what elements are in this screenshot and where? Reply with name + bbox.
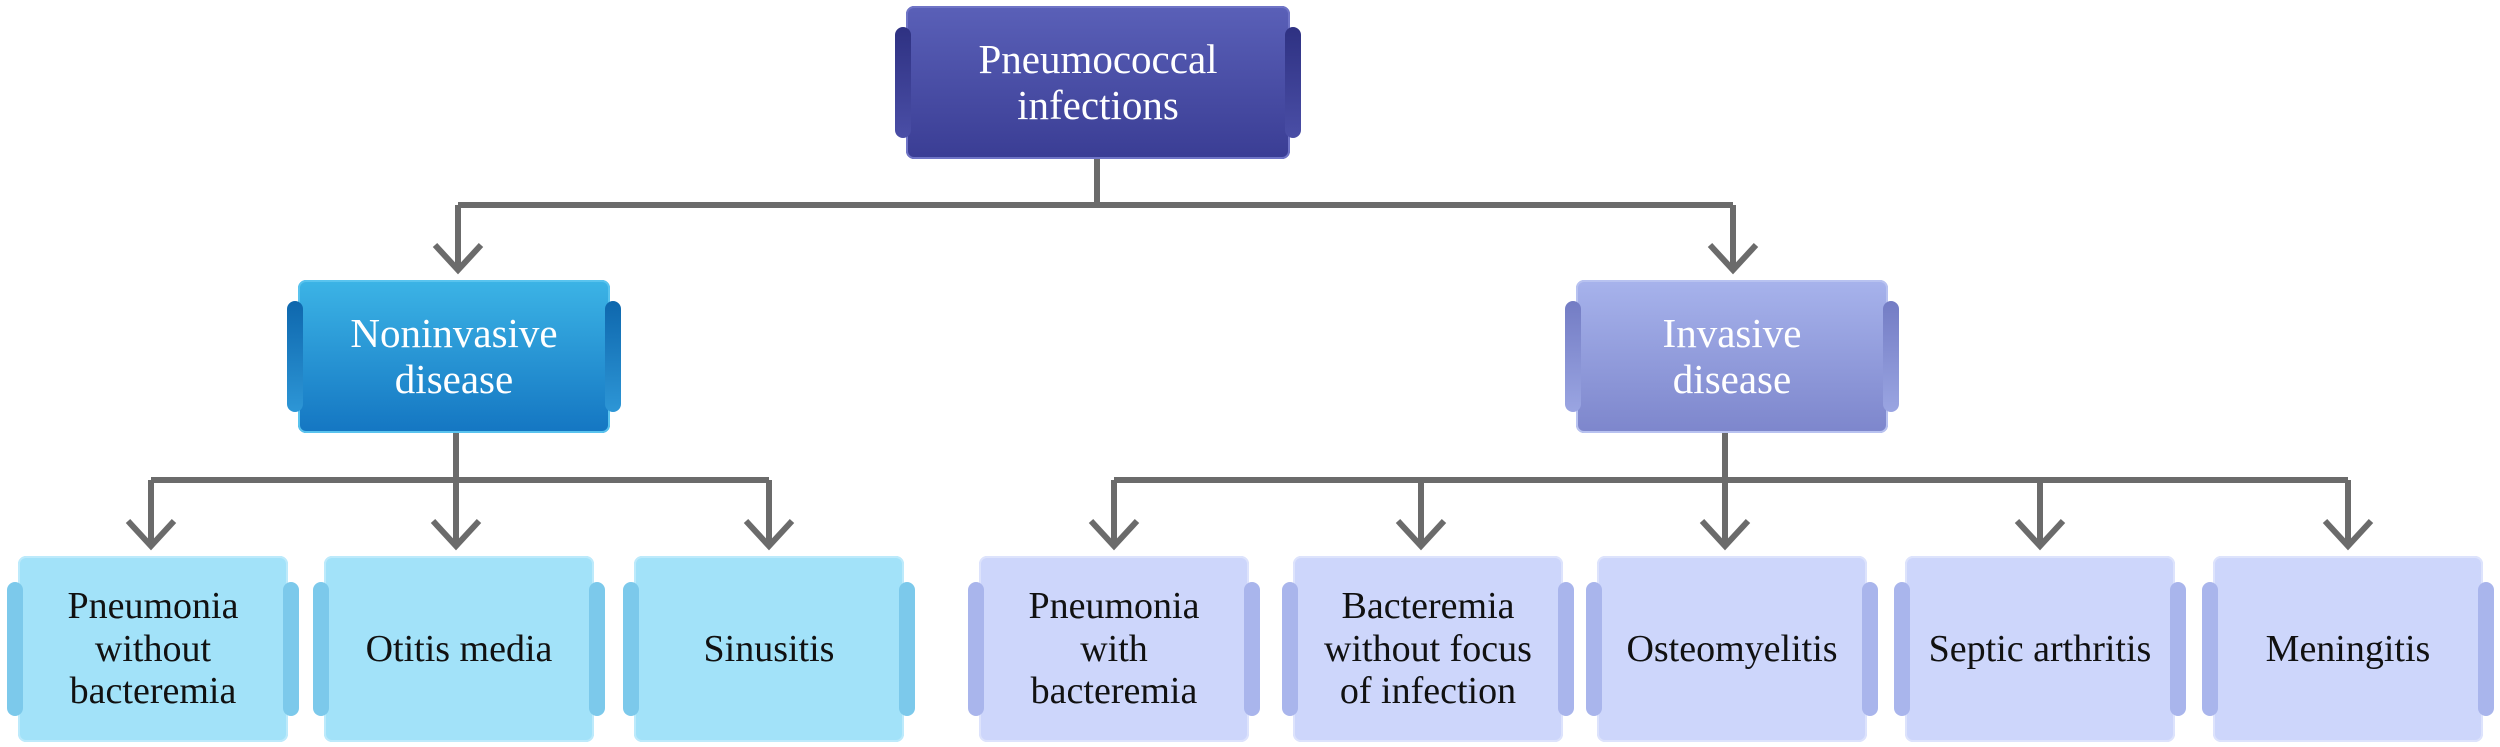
node-label-line: Noninvasive xyxy=(350,309,558,356)
node-label-line: bacteremia xyxy=(1030,670,1198,713)
node-label-line: Osteomyelitis xyxy=(1626,627,1838,670)
arrowhead-pneumonia-without xyxy=(125,518,177,551)
node-label-line: infections xyxy=(1017,81,1179,128)
node-label-line: without xyxy=(94,627,212,670)
arrowhead-bacteremia xyxy=(1395,518,1447,551)
node-label-line: Pneumonia xyxy=(1028,585,1200,628)
node-label-line: Pneumonia xyxy=(67,585,239,628)
node-pneumococcal-infections: Pneumococcal infections xyxy=(895,6,1301,159)
node-label-line: Septic arthritis xyxy=(1928,627,2152,670)
node-label-line: disease xyxy=(1672,355,1792,402)
arrowhead-pneumonia-with xyxy=(1088,518,1140,551)
node-septic-arthritis: Septic arthritis xyxy=(1894,556,2186,742)
node-pneumonia-without-bacteremia: Pneumonia without bacteremia xyxy=(7,556,299,742)
node-label-line: Bacteremia xyxy=(1341,585,1515,628)
node-label-line: Invasive xyxy=(1662,309,1802,356)
node-label-line: Pneumococcal xyxy=(978,35,1218,82)
arrowhead-septic-arthritis xyxy=(2014,518,2066,551)
arrowhead-meningitis xyxy=(2322,518,2374,551)
node-label-line: without focus xyxy=(1324,627,1532,670)
node-meningitis: Meningitis xyxy=(2202,556,2494,742)
arrowhead-sinusitis xyxy=(743,518,795,551)
node-osteomyelitis: Osteomyelitis xyxy=(1586,556,1878,742)
arrowhead-otitis xyxy=(430,518,482,551)
arrowhead-noninvasive xyxy=(432,242,484,275)
node-label-line: with xyxy=(1080,627,1148,670)
node-label-line: Meningitis xyxy=(2265,627,2431,670)
node-label-line: disease xyxy=(394,355,514,402)
node-bacteremia-without-focus: Bacteremia without focus of infection xyxy=(1282,556,1574,742)
node-label-line: Sinusitis xyxy=(703,627,835,670)
node-label-line: bacteremia xyxy=(69,670,237,713)
node-sinusitis: Sinusitis xyxy=(623,556,915,742)
arrowhead-osteomyelitis xyxy=(1699,518,1751,551)
node-noninvasive-disease: Noninvasive disease xyxy=(287,280,621,433)
node-label-line: Otitis media xyxy=(365,627,553,670)
arrowhead-invasive xyxy=(1707,242,1759,275)
node-label-line: of infection xyxy=(1339,670,1517,713)
node-otitis-media: Otitis media xyxy=(313,556,605,742)
node-pneumonia-with-bacteremia: Pneumonia with bacteremia xyxy=(968,556,1260,742)
node-invasive-disease: Invasive disease xyxy=(1565,280,1899,433)
